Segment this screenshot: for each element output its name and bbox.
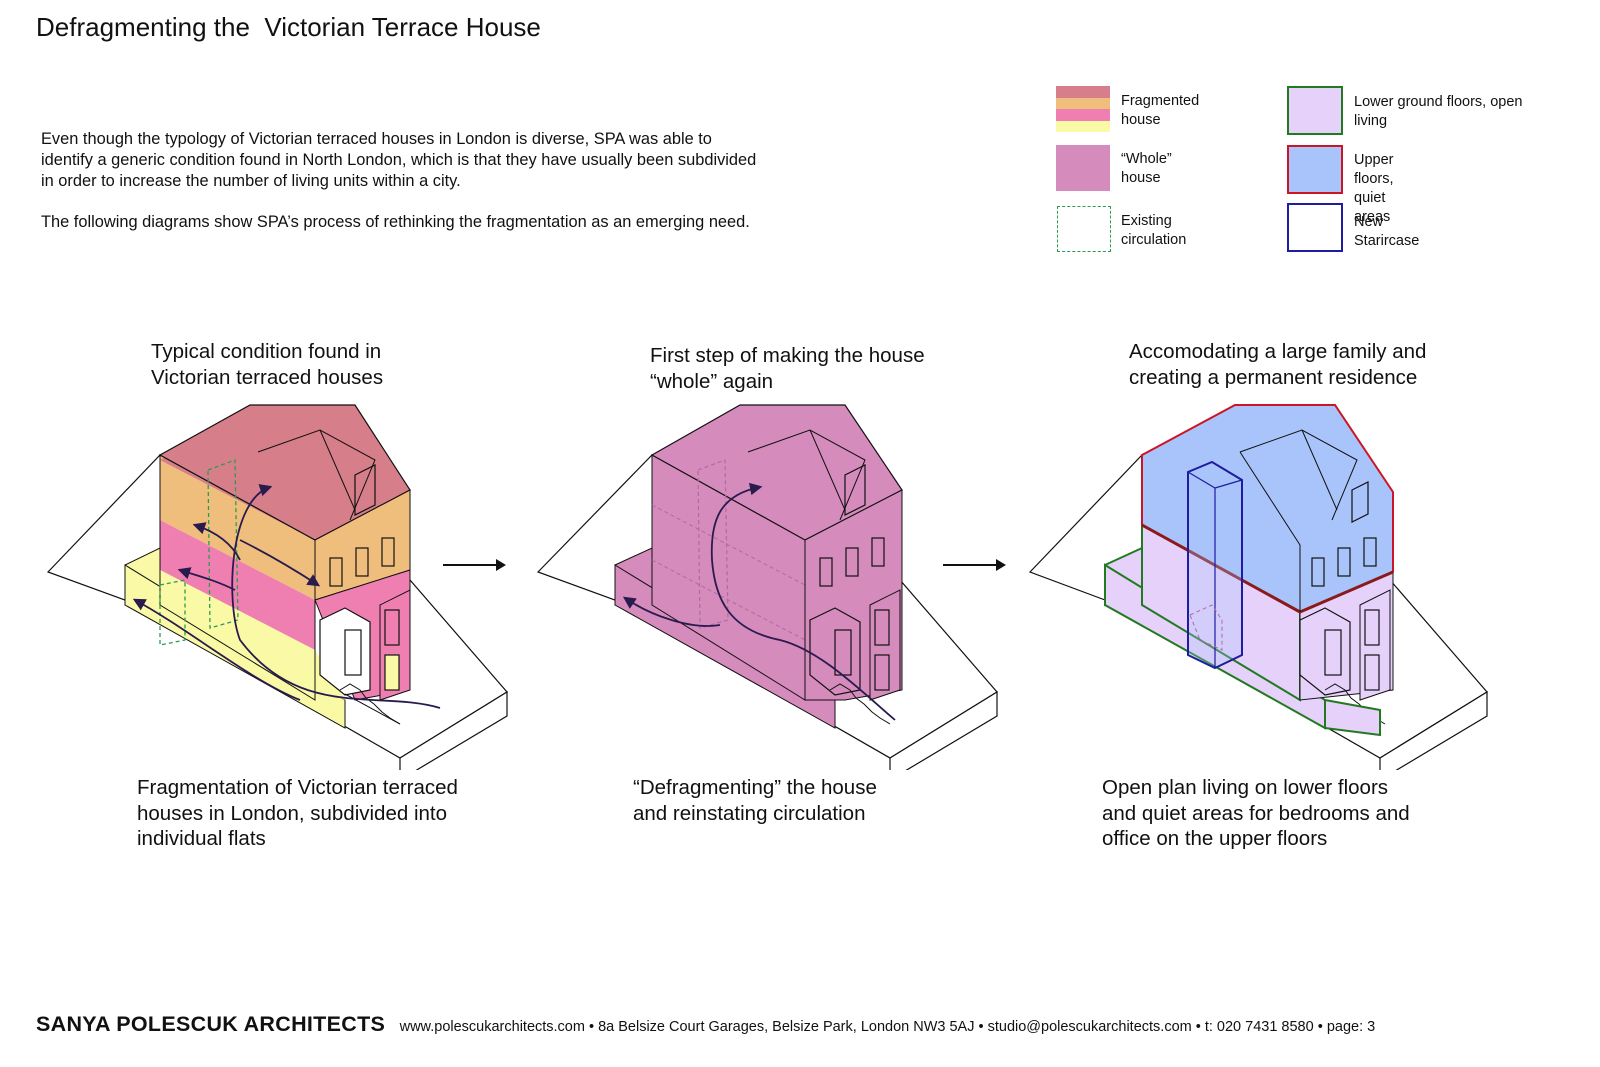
intro-paragraph: The following diagrams show SPA’s proces… [41, 213, 750, 231]
diagram-heading: First step of making the house “whole” a… [650, 344, 925, 393]
whole-swatch [1056, 145, 1110, 191]
footer-info: www.polescukarchitects.com • 8a Belsize … [399, 1019, 1376, 1035]
whole-house-diagram [536, 404, 998, 770]
page-title: Defragmenting the Victorian Terrace Hous… [36, 12, 541, 42]
diagram-heading: Accomodating a large family and creating… [1129, 340, 1427, 389]
fragment-band-1 [1056, 86, 1110, 98]
legend-label: Fragmented house [1121, 93, 1200, 128]
circulation-swatch [1057, 206, 1111, 252]
legend-label: Lower ground floors, open living [1354, 94, 1523, 129]
legend-label: New Starircase [1354, 214, 1420, 249]
diagram-caption: “Defragmenting” the house and reinstatin… [633, 776, 877, 825]
lower-swatch [1287, 86, 1343, 135]
upper-swatch [1287, 145, 1343, 194]
footer-brand: SANYA POLESCUK ARCHITECTS [36, 1012, 386, 1036]
diagram-caption: Fragmentation of Victorian terraced hous… [137, 776, 458, 850]
footer: SANYA POLESCUK ARCHITECTS www.polescukar… [36, 1012, 1375, 1037]
fragmented-house-diagram [46, 404, 508, 770]
legend-label: Existing circulation [1121, 213, 1187, 248]
step-arrow-icon [943, 559, 1006, 571]
step-arrow-icon [443, 559, 506, 571]
fragment-band-3 [1056, 109, 1110, 121]
diagram-heading: Typical condition found in Victorian ter… [151, 340, 384, 389]
legend-label: Upper floors, quiet areas [1354, 152, 1394, 225]
legend-label: “Whole” house [1121, 151, 1172, 186]
diagram-caption: Open plan living on lower floors and qui… [1102, 776, 1410, 850]
intro-text: Even though the typology of Victorian te… [41, 129, 761, 253]
fragment-band-4 [1056, 120, 1110, 132]
fragment-band-2 [1056, 97, 1110, 109]
fragmented-swatch [1056, 86, 1110, 132]
intro-paragraph: Even though the typology of Victorian te… [41, 130, 757, 190]
residence-diagram [1028, 404, 1488, 770]
stair-swatch [1287, 203, 1343, 252]
